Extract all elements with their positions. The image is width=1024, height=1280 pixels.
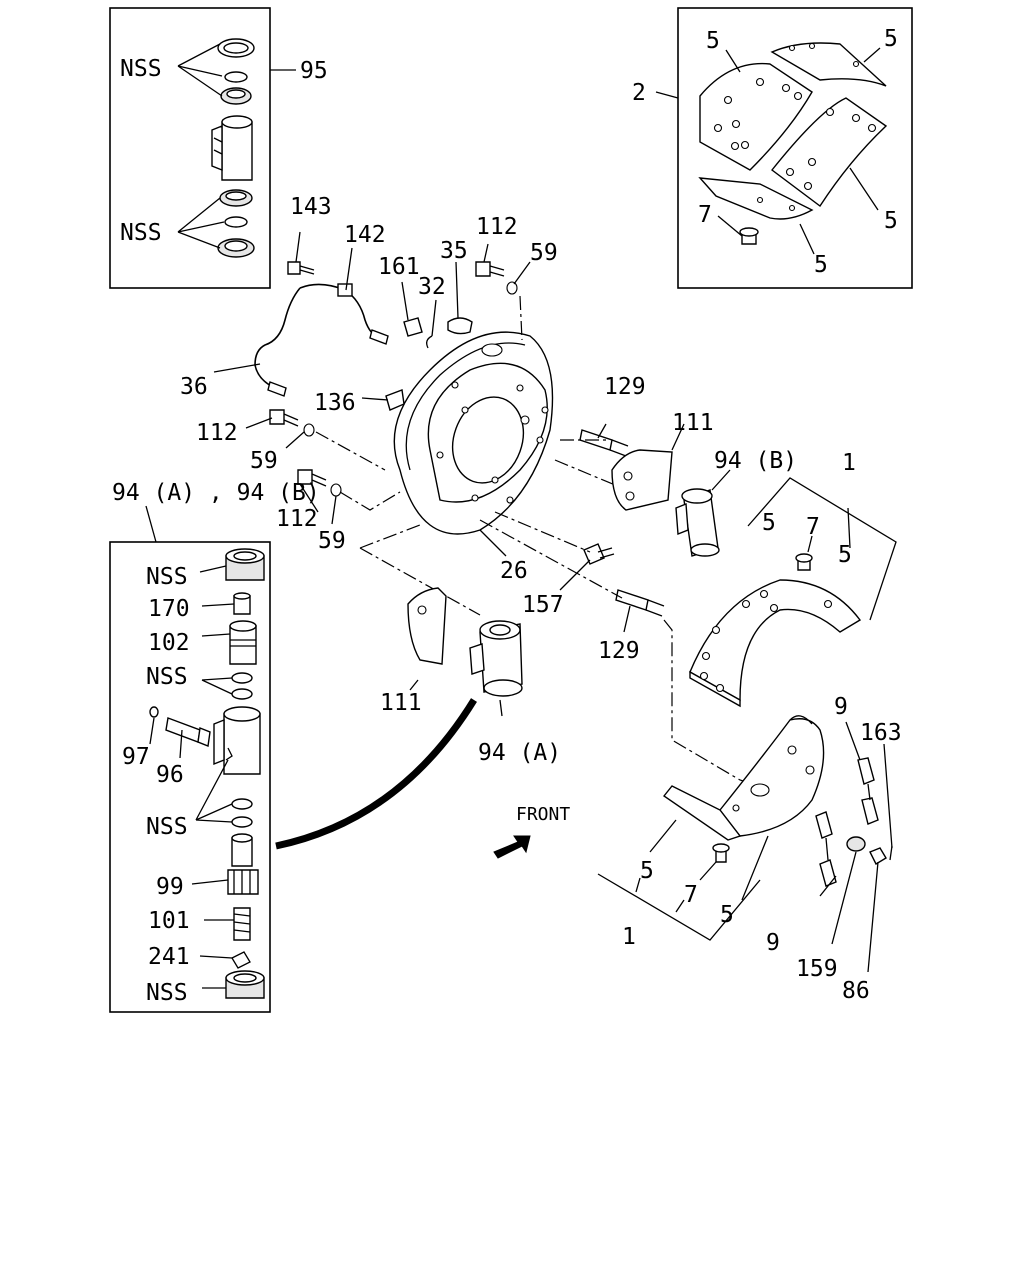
- backing-plate-group: 143 142 112 59 35 161 32 36 136 112 59 1…: [180, 194, 801, 801]
- label-111: 111: [380, 690, 422, 716]
- label-142: 142: [344, 222, 386, 248]
- lining-kit-2-panel: 2 5 5 5 5 7: [632, 7, 913, 289]
- label-170: 170: [148, 596, 190, 622]
- front-label: FRONT: [516, 804, 570, 825]
- brake-shoe-upper-group: 1 5 7 5: [689, 450, 897, 708]
- label-1: 1: [622, 924, 636, 950]
- label-111: 111: [672, 410, 714, 436]
- wheel-cylinder-exploded-panel: 94 (A) , 94 (B): [109, 480, 320, 1013]
- label-nss: NSS: [120, 56, 162, 82]
- label-9: 9: [766, 930, 780, 956]
- label-86: 86: [842, 978, 870, 1004]
- label-1: 1: [842, 450, 856, 476]
- label-5: 5: [814, 252, 828, 278]
- label-94-a-94-b: 94 (A) , 94 (B): [112, 480, 320, 506]
- front-direction-indicator: FRONT: [493, 804, 570, 859]
- label-36: 36: [180, 374, 208, 400]
- label-101: 101: [148, 908, 190, 934]
- repair-kit-95-panel: NSS NSS 95: [109, 7, 328, 289]
- label-5: 5: [706, 28, 720, 54]
- label-5: 5: [838, 542, 852, 568]
- label-112: 112: [276, 506, 318, 532]
- label-163: 163: [860, 720, 902, 746]
- brake-shoe-lower-group: 5 7 5 1: [597, 715, 825, 950]
- label-35: 35: [440, 238, 468, 264]
- label-nss: NSS: [120, 220, 162, 246]
- label-5: 5: [884, 208, 898, 234]
- label-102: 102: [148, 630, 190, 656]
- wheel-cylinder-a-group: 111 94 (A): [380, 587, 561, 766]
- label-112: 112: [476, 214, 518, 240]
- label-99: 99: [156, 874, 184, 900]
- label-5: 5: [762, 510, 776, 536]
- label-nss: NSS: [146, 814, 188, 840]
- label-7: 7: [806, 514, 820, 540]
- label-26: 26: [500, 558, 528, 584]
- label-94-a: 94 (A): [478, 740, 561, 766]
- front-arrow-icon: [493, 835, 531, 859]
- label-136: 136: [314, 390, 356, 416]
- label-112: 112: [196, 420, 238, 446]
- label-nss: NSS: [146, 664, 188, 690]
- label-5: 5: [640, 858, 654, 884]
- label-9: 9: [834, 694, 848, 720]
- label-2: 2: [632, 80, 646, 106]
- exploded-view-pointer: [275, 698, 477, 850]
- label-5: 5: [884, 26, 898, 52]
- label-157: 157: [522, 592, 564, 618]
- label-94-b: 94 (B): [714, 448, 797, 474]
- label-129: 129: [598, 638, 640, 664]
- label-nss: NSS: [146, 980, 188, 1006]
- wheel-cylinder-b-group: 111 94 (B): [611, 410, 797, 557]
- label-159: 159: [796, 956, 838, 982]
- label-7: 7: [698, 202, 712, 228]
- label-59: 59: [530, 240, 558, 266]
- label-97: 97: [122, 744, 150, 770]
- label-95: 95: [300, 58, 328, 84]
- label-7: 7: [684, 882, 698, 908]
- label-143: 143: [290, 194, 332, 220]
- label-32: 32: [418, 274, 446, 300]
- label-129: 129: [604, 374, 646, 400]
- label-96: 96: [156, 762, 184, 788]
- label-59: 59: [250, 448, 278, 474]
- label-59: 59: [318, 528, 346, 554]
- label-nss: NSS: [146, 564, 188, 590]
- label-5: 5: [720, 902, 734, 928]
- label-241: 241: [148, 944, 190, 970]
- label-161: 161: [378, 254, 420, 280]
- return-spring-group: 9 163 9 159 86: [766, 694, 902, 1004]
